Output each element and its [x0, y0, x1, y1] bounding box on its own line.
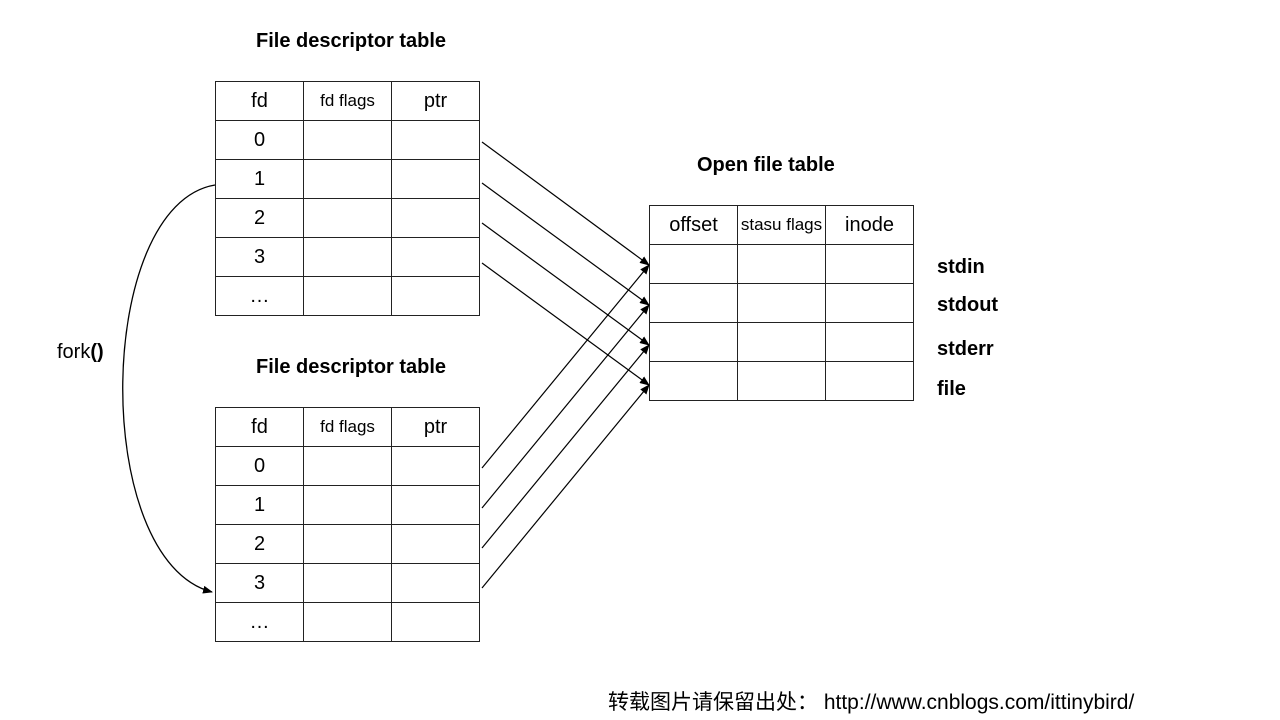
- inode-cell: [825, 361, 914, 401]
- ptr-cell: [391, 563, 480, 603]
- fork-name: fork: [57, 341, 91, 363]
- offset-cell: [649, 244, 738, 284]
- open-file-table: offset stasu flags inode: [649, 205, 914, 401]
- fd-cell: 3: [215, 237, 304, 277]
- fd-cell: 2: [215, 198, 304, 238]
- arrow-t2-fd3: [481, 384, 650, 589]
- fd-cell: …: [215, 602, 304, 642]
- header-status-flags: stasu flags: [737, 205, 826, 245]
- fork-label: fork(): [57, 341, 104, 364]
- ptr-cell: [391, 524, 480, 564]
- arrow-t1-fd2: [481, 222, 650, 346]
- inode-cell: [825, 244, 914, 284]
- arrow-t1-fd1: [481, 182, 650, 306]
- header-offset: offset: [649, 205, 738, 245]
- header-fd-flags: fd flags: [303, 407, 392, 447]
- fd-table-1-title: File descriptor table: [256, 30, 447, 52]
- table-row: 2: [215, 198, 480, 238]
- fd-table-2: fd fd flags ptr 0 1 2 3 …: [215, 407, 480, 642]
- fd-cell: 1: [215, 485, 304, 525]
- offset-cell: [649, 322, 738, 362]
- fd-cell: 2: [215, 524, 304, 564]
- flags-cell: [303, 120, 392, 160]
- flags-cell: [737, 283, 826, 323]
- table-row: 0: [215, 120, 480, 160]
- flags-cell: [303, 276, 392, 316]
- ptr-cell: [391, 276, 480, 316]
- header-fd: fd: [215, 407, 304, 447]
- fd-cell: …: [215, 276, 304, 316]
- fd-cell: 0: [215, 120, 304, 160]
- header-ptr: ptr: [391, 81, 480, 121]
- table-row: 3: [215, 563, 480, 603]
- table-row: [649, 283, 914, 323]
- table-row: 1: [215, 485, 480, 525]
- flags-cell: [737, 361, 826, 401]
- offset-cell: [649, 283, 738, 323]
- header-ptr: ptr: [391, 407, 480, 447]
- header-fd: fd: [215, 81, 304, 121]
- open-file-table-title: Open file table: [697, 154, 835, 176]
- arrow-t2-fd1: [481, 304, 650, 509]
- table-row: …: [215, 602, 480, 642]
- fd-cell: 0: [215, 446, 304, 486]
- table-row: [649, 322, 914, 362]
- arrow-t2-fd0: [481, 264, 650, 469]
- ptr-cell: [391, 485, 480, 525]
- header-fd-flags: fd flags: [303, 81, 392, 121]
- fd-table-2-title: File descriptor table: [256, 356, 447, 378]
- row-label-file: file: [937, 378, 966, 400]
- arrow-t2-fd2: [481, 344, 650, 549]
- flags-cell: [303, 485, 392, 525]
- row-label-stdout: stdout: [937, 294, 999, 316]
- flags-cell: [303, 524, 392, 564]
- header-inode: inode: [825, 205, 914, 245]
- table-row: [649, 244, 914, 284]
- arrow-t1-fd0: [481, 141, 650, 266]
- fd-table-2-header: fd fd flags ptr: [215, 407, 480, 447]
- ptr-cell: [391, 159, 480, 199]
- row-label-stderr: stderr: [937, 338, 994, 360]
- row-label-stdin: stdin: [937, 256, 985, 278]
- flags-cell: [737, 322, 826, 362]
- fork-parens: (): [90, 341, 104, 363]
- inode-cell: [825, 283, 914, 323]
- ptr-cell: [391, 237, 480, 277]
- flags-cell: [303, 159, 392, 199]
- fd-table-1-header: fd fd flags ptr: [215, 81, 480, 121]
- flags-cell: [303, 198, 392, 238]
- fd-cell: 3: [215, 563, 304, 603]
- flags-cell: [737, 244, 826, 284]
- flags-cell: [303, 237, 392, 277]
- open-file-table-header: offset stasu flags inode: [649, 205, 914, 245]
- table-row: 1: [215, 159, 480, 199]
- table-row: 0: [215, 446, 480, 486]
- ptr-cell: [391, 446, 480, 486]
- flags-cell: [303, 563, 392, 603]
- arrow-t1-fd3: [481, 262, 650, 386]
- fd-cell: 1: [215, 159, 304, 199]
- table-row: …: [215, 276, 480, 316]
- fork-arrow: [122, 184, 216, 594]
- flags-cell: [303, 602, 392, 642]
- flags-cell: [303, 446, 392, 486]
- table-row: 2: [215, 524, 480, 564]
- ptr-cell: [391, 602, 480, 642]
- inode-cell: [825, 322, 914, 362]
- offset-cell: [649, 361, 738, 401]
- table-row: 3: [215, 237, 480, 277]
- ptr-cell: [391, 198, 480, 238]
- ptr-cell: [391, 120, 480, 160]
- fd-table-1: fd fd flags ptr 0 1 2 3 …: [215, 81, 480, 316]
- source-footer: 转载图片请保留出处： http://www.cnblogs.com/ittiny…: [608, 691, 1135, 714]
- table-row: [649, 361, 914, 401]
